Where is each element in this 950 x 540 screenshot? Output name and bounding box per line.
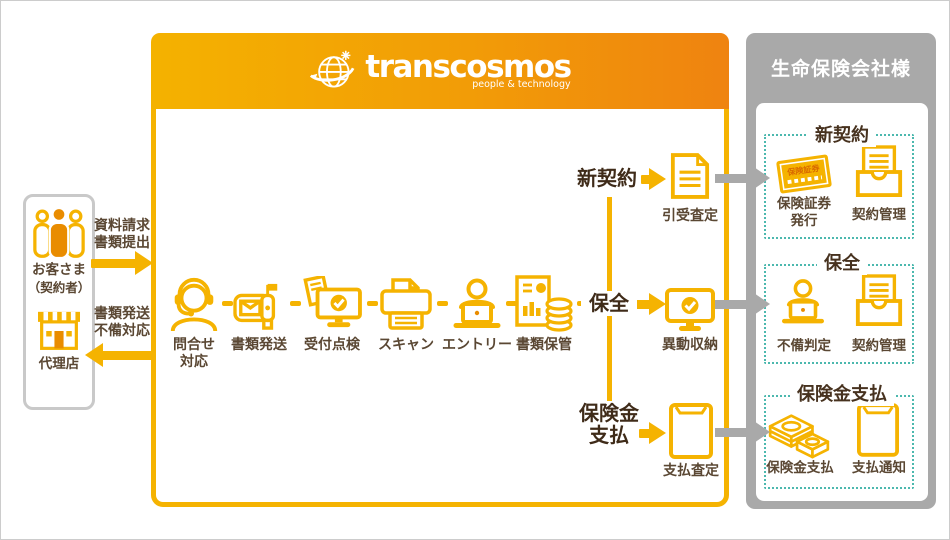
branch-preservation-label: 保全 [581, 291, 637, 316]
gray-arrow-claim [715, 427, 753, 437]
insurer-inner-panel: 新契約 保険証券 保険証券 発行 契約管理 [756, 103, 928, 501]
agency-store-icon [38, 311, 80, 350]
document-monitor-check-icon [303, 276, 362, 328]
arrow-new-contract-head [649, 167, 666, 190]
certificate-stamp-text: 保険証券 [786, 163, 822, 178]
item-label: 契約管理 [852, 207, 906, 223]
insurer-panel: 生命保険会社様 新契約 保険証券 保険証券 発行 [746, 33, 936, 509]
flow-connector [367, 301, 378, 306]
transcosmos-logo: transcosmos people & technology [365, 48, 572, 90]
monitor-check-icon [665, 288, 715, 331]
brand-name: transcosmos [365, 48, 572, 85]
flow-step-label: 対応 [180, 354, 208, 370]
customer-label: お客さま [32, 262, 86, 278]
flow-step-label: 書類発送 [231, 337, 287, 353]
brand-tagline: people & technology [472, 78, 571, 90]
item-label: 契約管理 [852, 338, 906, 354]
customer-agency-panel: お客さま （契約者） 代理店 [23, 194, 95, 410]
agency-label: 代理店 [38, 356, 80, 372]
gray-arrow-new-contract [715, 173, 753, 183]
flow-step-label: 問合せ [173, 337, 215, 353]
branch-preservation-step: 異動収納 [662, 337, 718, 353]
scanner-icon [380, 278, 432, 330]
brand-header: transcosmos people & technology [151, 33, 729, 109]
flow-connector [290, 301, 301, 306]
person-laptop-icon [453, 278, 501, 328]
branch-new-contract-label: 新契約 [577, 166, 637, 190]
flow-connector [222, 301, 233, 306]
item-label: 不備判定 [777, 338, 831, 354]
branch-claim-step: 支払査定 [663, 463, 719, 479]
transcosmos-panel: transcosmos people & technology [151, 33, 729, 507]
gray-arrow-preservation-head [751, 291, 770, 317]
return-note: 書類発送 不備対応 [94, 306, 150, 339]
section-claim-payment-title: 保険金支払 [790, 380, 894, 406]
payment-envelope-icon [857, 403, 899, 457]
arrow-claim [639, 429, 653, 438]
mailbox-icon [233, 283, 278, 330]
branch-new-contract-step: 引受査定 [662, 208, 718, 224]
flow-step-label: 受付点検 [304, 337, 360, 353]
section-new-contract-title: 新契約 [808, 121, 876, 147]
arrow-to-transcosmos-head [135, 251, 153, 275]
gray-arrow-new-contract-head [751, 165, 770, 191]
section-preservation-title: 保全 [817, 249, 867, 275]
flow-step-label: エントリー [442, 337, 512, 353]
item-label: 保険金支払 [766, 460, 834, 476]
flow-step-label: 書類保管 [516, 337, 572, 353]
contract-tray-icon [855, 145, 903, 197]
item-label: 支払通知 [852, 460, 906, 476]
contract-tray-icon [855, 274, 903, 326]
globe-icon [310, 50, 355, 88]
gray-arrow-claim-head [751, 419, 770, 445]
arrow-new-contract [641, 175, 653, 184]
item-label: 保険証券 発行 [777, 196, 831, 229]
flow-connector [506, 301, 517, 306]
policy-certificate-icon: 保険証券 [776, 154, 832, 194]
person-laptop-icon [782, 279, 824, 324]
request-note: 資料請求 書類提出 [94, 218, 150, 251]
branch-claim-label: 保険金 支払 [579, 401, 639, 447]
customer-sublabel: （契約者） [27, 280, 91, 295]
arrow-preservation [635, 300, 651, 309]
money-stack-icon [768, 414, 830, 459]
arrow-to-transcosmos [91, 259, 137, 268]
headset-operator-icon [170, 278, 218, 331]
arrow-preservation-head [649, 293, 666, 315]
gray-arrow-preservation [715, 299, 753, 309]
customer-group-icon [33, 207, 85, 259]
flow-connector [437, 301, 448, 306]
arrow-to-agency [101, 351, 153, 360]
payment-envelope-icon [669, 403, 713, 459]
arrow-claim-head [649, 422, 666, 444]
document-database-icon [515, 275, 573, 332]
insurer-title: 生命保険会社様 [770, 58, 911, 80]
flow-step-label: スキャン [378, 337, 434, 353]
arrow-to-agency-head [85, 343, 103, 367]
underwriting-document-icon [670, 153, 710, 199]
